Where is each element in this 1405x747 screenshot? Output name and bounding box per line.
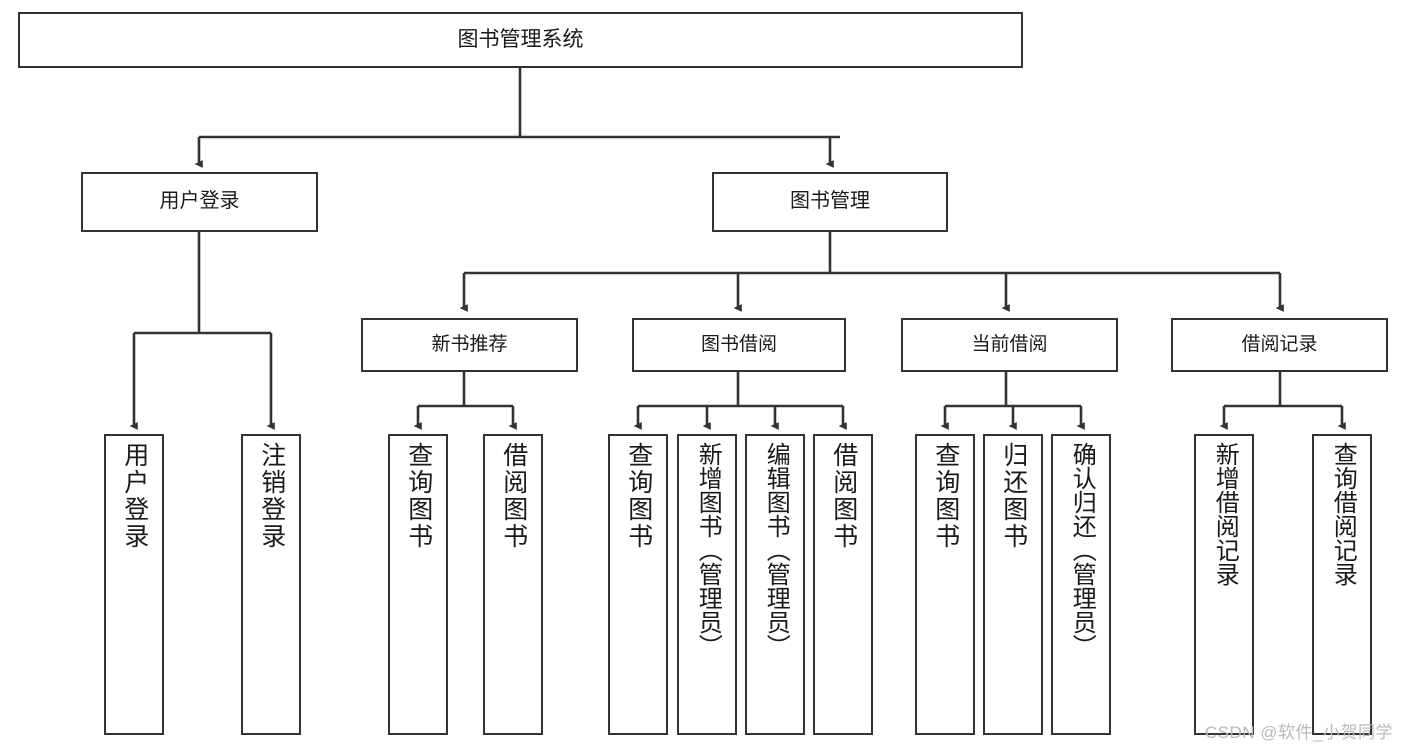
node-borrow-record[interactable]: 借阅记录 xyxy=(1171,318,1388,372)
leaf-add-book[interactable]: 新增图书（管理员） xyxy=(677,434,737,735)
node-label: 用户登录 xyxy=(120,442,149,550)
node-label: 当前借阅 xyxy=(971,333,1048,355)
node-label: 用户登录 xyxy=(159,190,240,213)
node-label: 新增借阅记录 xyxy=(1211,442,1239,586)
node-user-login[interactable]: 用户登录 xyxy=(81,172,318,232)
leaf-query-borrow-record[interactable]: 查询借阅记录 xyxy=(1312,434,1372,735)
watermark: CSDN @软件_小贺同学 xyxy=(1204,723,1393,742)
node-label: 查询图书 xyxy=(624,442,653,550)
node-label: 新增图书（管理员） xyxy=(694,442,722,658)
node-label: 归还图书 xyxy=(999,442,1028,550)
leaf-logout[interactable]: 注销登录 xyxy=(241,434,301,735)
leaf-add-borrow-record[interactable]: 新增借阅记录 xyxy=(1194,434,1254,735)
node-label: 确认归还（管理员） xyxy=(1068,442,1096,658)
leaf-query-book-recommend[interactable]: 查询图书 xyxy=(388,434,448,735)
node-label: 查询图书 xyxy=(404,442,433,550)
node-label: 图书借阅 xyxy=(700,333,777,355)
node-label: 新书推荐 xyxy=(431,333,508,355)
leaf-edit-book[interactable]: 编辑图书（管理员） xyxy=(745,434,805,735)
node-label: 借阅记录 xyxy=(1241,333,1318,355)
node-current-borrow[interactable]: 当前借阅 xyxy=(901,318,1118,372)
node-label: 查询借阅记录 xyxy=(1329,442,1357,586)
node-book-management[interactable]: 图书管理 xyxy=(712,172,948,232)
leaf-confirm-return[interactable]: 确认归还（管理员） xyxy=(1051,434,1111,735)
node-label: 注销登录 xyxy=(257,442,286,550)
node-label: 借阅图书 xyxy=(499,442,528,550)
node-new-book-recommend[interactable]: 新书推荐 xyxy=(361,318,578,372)
leaf-return-book[interactable]: 归还图书 xyxy=(983,434,1043,735)
node-label: 编辑图书（管理员） xyxy=(762,442,790,658)
leaf-user-login[interactable]: 用户登录 xyxy=(104,434,164,735)
leaf-borrow-book-recommend[interactable]: 借阅图书 xyxy=(483,434,543,735)
leaf-query-book-borrow[interactable]: 查询图书 xyxy=(608,434,668,735)
node-label: 图书管理系统 xyxy=(457,27,584,51)
node-label: 借阅图书 xyxy=(829,442,858,550)
node-label: 查询图书 xyxy=(931,442,960,550)
node-label: 图书管理 xyxy=(790,190,870,213)
node-book-borrow[interactable]: 图书借阅 xyxy=(632,318,846,372)
leaf-query-book-current[interactable]: 查询图书 xyxy=(915,434,975,735)
node-book-management-system[interactable]: 图书管理系统 xyxy=(18,12,1023,68)
leaf-borrow-book[interactable]: 借阅图书 xyxy=(813,434,873,735)
